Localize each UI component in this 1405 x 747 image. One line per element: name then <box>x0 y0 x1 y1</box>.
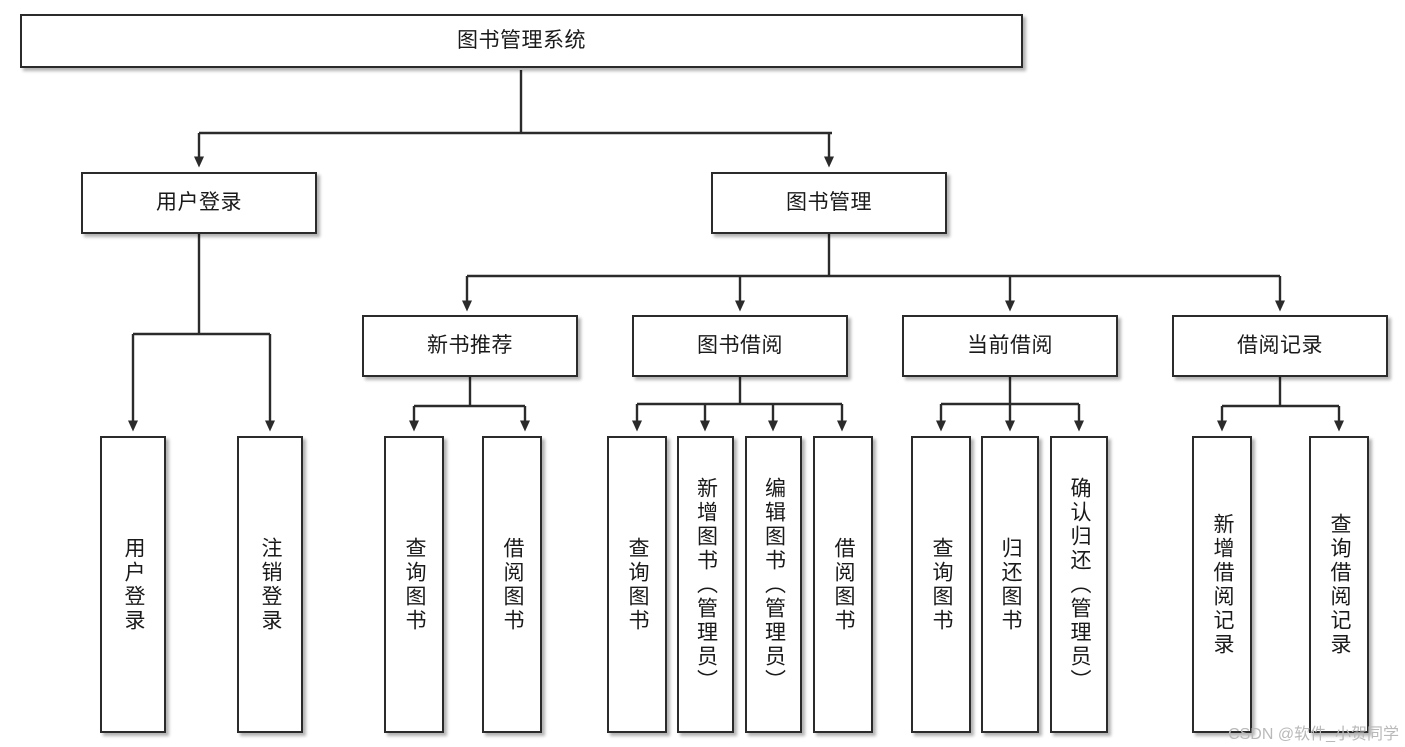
leaf-label: 借阅图书 <box>832 536 856 633</box>
node-user-login[interactable]: 用户登录 <box>81 172 317 234</box>
leaf-label: 注销登录 <box>259 536 283 633</box>
leaf-borrow-record-add[interactable]: 新增借阅记录 <box>1192 436 1252 733</box>
node-borrow-record[interactable]: 借阅记录 <box>1172 315 1388 377</box>
leaf-user-login-logout[interactable]: 注销登录 <box>237 436 303 733</box>
node-new-book-recommend[interactable]: 新书推荐 <box>362 315 578 377</box>
node-new-book-recommend-label: 新书推荐 <box>427 334 513 358</box>
leaf-current-borrow-confirm-return[interactable]: 确认归还（管理员） <box>1050 436 1108 733</box>
leaf-label: 确认归还（管理员） <box>1068 476 1092 693</box>
leaf-label: 查询图书 <box>930 536 954 633</box>
node-book-management-label: 图书管理 <box>786 191 872 215</box>
node-book-borrow[interactable]: 图书借阅 <box>632 315 848 377</box>
leaf-new-book-query[interactable]: 查询图书 <box>384 436 444 733</box>
node-book-management[interactable]: 图书管理 <box>711 172 947 234</box>
leaf-label: 查询借阅记录 <box>1328 512 1352 657</box>
leaf-book-borrow-query[interactable]: 查询图书 <box>607 436 667 733</box>
node-book-borrow-label: 图书借阅 <box>697 334 783 358</box>
node-user-login-label: 用户登录 <box>156 191 242 215</box>
node-current-borrow-label: 当前借阅 <box>967 334 1053 358</box>
leaf-borrow-record-query[interactable]: 查询借阅记录 <box>1309 436 1369 733</box>
leaf-current-borrow-query[interactable]: 查询图书 <box>911 436 971 733</box>
leaf-label: 用户登录 <box>122 536 146 633</box>
leaf-label: 查询图书 <box>403 536 427 633</box>
leaf-book-borrow-add[interactable]: 新增图书（管理员） <box>677 436 734 733</box>
leaf-label: 新增借阅记录 <box>1211 512 1235 657</box>
node-root-label: 图书管理系统 <box>457 29 586 53</box>
leaf-label: 查询图书 <box>626 536 650 633</box>
watermark: CSDN @软件_小贺同学 <box>1228 726 1399 743</box>
leaf-current-borrow-return[interactable]: 归还图书 <box>981 436 1039 733</box>
node-current-borrow[interactable]: 当前借阅 <box>902 315 1118 377</box>
leaf-label: 编辑图书（管理员） <box>762 476 786 693</box>
leaf-book-borrow-borrow[interactable]: 借阅图书 <box>813 436 873 733</box>
leaf-book-borrow-edit[interactable]: 编辑图书（管理员） <box>745 436 802 733</box>
node-borrow-record-label: 借阅记录 <box>1237 334 1323 358</box>
leaf-label: 归还图书 <box>999 536 1023 633</box>
leaf-new-book-borrow[interactable]: 借阅图书 <box>482 436 542 733</box>
leaf-label: 借阅图书 <box>501 536 525 633</box>
leaf-user-login-login[interactable]: 用户登录 <box>100 436 166 733</box>
leaf-label: 新增图书（管理员） <box>694 476 718 693</box>
node-root[interactable]: 图书管理系统 <box>20 14 1023 68</box>
